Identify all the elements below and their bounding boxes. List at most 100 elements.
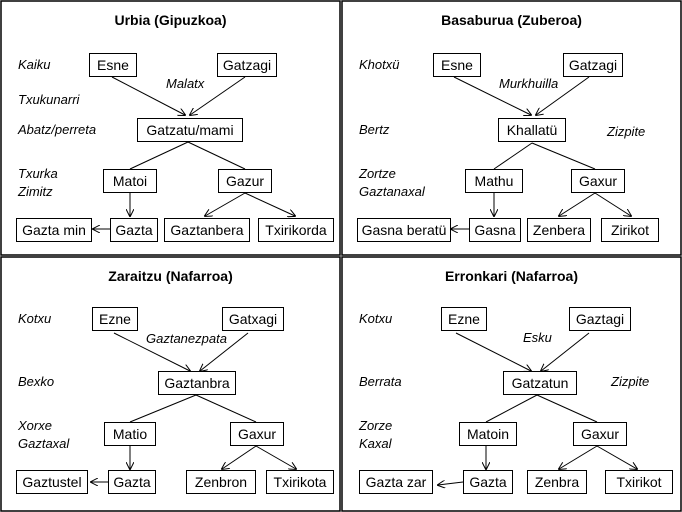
connector-line bbox=[129, 394, 197, 423]
panel-zaraitzu: Zaraitzu (Nafarroa) Kotxu Gaztanezpata B… bbox=[0, 256, 341, 512]
term-label: Zortze bbox=[359, 166, 396, 181]
node-box: Gaztustel bbox=[16, 470, 88, 494]
node-box: Gazta zar bbox=[359, 470, 433, 494]
node-box: Esne bbox=[433, 53, 481, 77]
term-label: Kaiku bbox=[18, 57, 51, 72]
term-label: Txukunarri bbox=[18, 92, 80, 107]
node-box: Zirikot bbox=[601, 218, 659, 242]
node-box: Gasna bbox=[469, 218, 521, 242]
term-label: Kotxu bbox=[18, 311, 52, 326]
panel-lines bbox=[0, 0, 341, 256]
node-box: Zenbra bbox=[527, 470, 587, 494]
panel-lines bbox=[341, 0, 682, 256]
term-label: Kaxal bbox=[359, 436, 392, 451]
node-box: Khallatü bbox=[498, 118, 566, 142]
term-label: Gaztaxal bbox=[18, 436, 70, 451]
term-label: Kotxu bbox=[359, 311, 393, 326]
connector-arrow bbox=[255, 445, 296, 469]
panel-lines bbox=[0, 256, 341, 512]
connector-line bbox=[536, 394, 598, 423]
node-box: Gazta min bbox=[16, 218, 92, 242]
connector-arrow bbox=[559, 445, 598, 469]
node-box: Gatzagi bbox=[217, 53, 277, 77]
connector-line bbox=[195, 394, 257, 423]
term-label: Esku bbox=[523, 330, 552, 345]
node-box: Gaxur bbox=[573, 422, 627, 446]
node-box: Ezne bbox=[441, 307, 487, 331]
node-box: Txirikorda bbox=[258, 218, 334, 242]
node-box: Zenbron bbox=[186, 470, 256, 494]
node-box: Gatzatu/mami bbox=[137, 118, 243, 142]
panel-urbia: Urbia (Gipuzkoa) Kaiku Malatx Txukunarri… bbox=[0, 0, 341, 256]
term-label: Gaztanezpata bbox=[146, 331, 227, 346]
connector-arrow bbox=[222, 445, 257, 469]
node-box: Gatzatun bbox=[503, 371, 577, 395]
node-box: Gatzagi bbox=[563, 53, 623, 77]
term-label: Zizpite bbox=[607, 124, 646, 139]
connector-arrow bbox=[536, 76, 590, 115]
term-label: Berrata bbox=[359, 374, 402, 389]
node-box: Ezne bbox=[92, 307, 138, 331]
connector-arrow bbox=[596, 445, 637, 469]
connector-arrow bbox=[205, 192, 246, 216]
node-box: Zenbera bbox=[527, 218, 591, 242]
node-box: Gazta bbox=[108, 470, 156, 494]
node-box: Matio bbox=[104, 422, 156, 446]
node-box: Gazur bbox=[218, 169, 272, 193]
term-label: Bexko bbox=[18, 374, 55, 389]
node-box: Esne bbox=[89, 53, 137, 77]
term-label: Zimitz bbox=[18, 184, 53, 199]
panel-border bbox=[0, 0, 341, 256]
connector-line bbox=[531, 142, 596, 170]
term-label: Bertz bbox=[359, 122, 390, 137]
connector-arrow bbox=[438, 482, 464, 485]
panel-border bbox=[0, 256, 341, 512]
connector-arrow bbox=[200, 332, 249, 371]
panel-title: Urbia (Gipuzkoa) bbox=[114, 12, 227, 28]
term-label: Abatz/perreta bbox=[18, 122, 97, 137]
panel-border bbox=[341, 0, 682, 256]
node-box: Matoin bbox=[459, 422, 517, 446]
term-label: Zizpite bbox=[611, 374, 650, 389]
term-label: Khotxü bbox=[359, 57, 400, 72]
connector-line bbox=[129, 141, 189, 170]
node-box: Matoi bbox=[103, 169, 157, 193]
panel-border bbox=[341, 256, 682, 512]
node-box: Gaztanbra bbox=[158, 371, 236, 395]
node-box: Gazta bbox=[463, 470, 513, 494]
term-label: Gaztanaxal bbox=[359, 184, 425, 199]
connector-arrow bbox=[455, 332, 531, 371]
connector-arrow bbox=[111, 76, 185, 115]
node-box: Txirikota bbox=[266, 470, 334, 494]
panel-title: Basaburua (Zuberoa) bbox=[441, 12, 582, 28]
connector-arrow bbox=[244, 192, 295, 216]
node-box: Txirikot bbox=[605, 470, 673, 494]
connector-arrow bbox=[190, 76, 246, 115]
term-label: Txurka bbox=[18, 166, 58, 181]
node-box: Gazta bbox=[110, 218, 158, 242]
node-box: Gasna beratü bbox=[357, 218, 451, 242]
panel-title: Zaraitzu (Nafarroa) bbox=[108, 268, 233, 284]
node-box: Mathu bbox=[465, 169, 523, 193]
connector-arrow bbox=[541, 332, 590, 371]
connector-arrow bbox=[559, 192, 596, 216]
connector-line bbox=[187, 141, 246, 170]
node-box: Gaxur bbox=[571, 169, 625, 193]
term-label: Murkhuilla bbox=[499, 76, 559, 91]
connector-arrow bbox=[594, 192, 631, 216]
term-label: Malatx bbox=[166, 76, 205, 91]
connector-line bbox=[485, 394, 538, 423]
connector-arrow bbox=[113, 332, 190, 371]
panel-lines bbox=[341, 256, 682, 512]
node-box: Gaztanbera bbox=[164, 218, 250, 242]
term-label: Zorze bbox=[359, 418, 393, 433]
panel-title: Erronkari (Nafarroa) bbox=[444, 268, 579, 284]
connector-arrow bbox=[453, 76, 531, 115]
node-box: Gatxagi bbox=[222, 307, 284, 331]
node-box: Gaxur bbox=[230, 422, 284, 446]
node-box: Gaztagi bbox=[569, 307, 631, 331]
panel-erronkari: Erronkari (Nafarroa) Kotxu Esku Berrata … bbox=[341, 256, 682, 512]
term-label: Xorxe bbox=[18, 418, 52, 433]
panel-basaburua: Basaburua (Zuberoa) Khotxü Murkhuilla Be… bbox=[341, 0, 682, 256]
